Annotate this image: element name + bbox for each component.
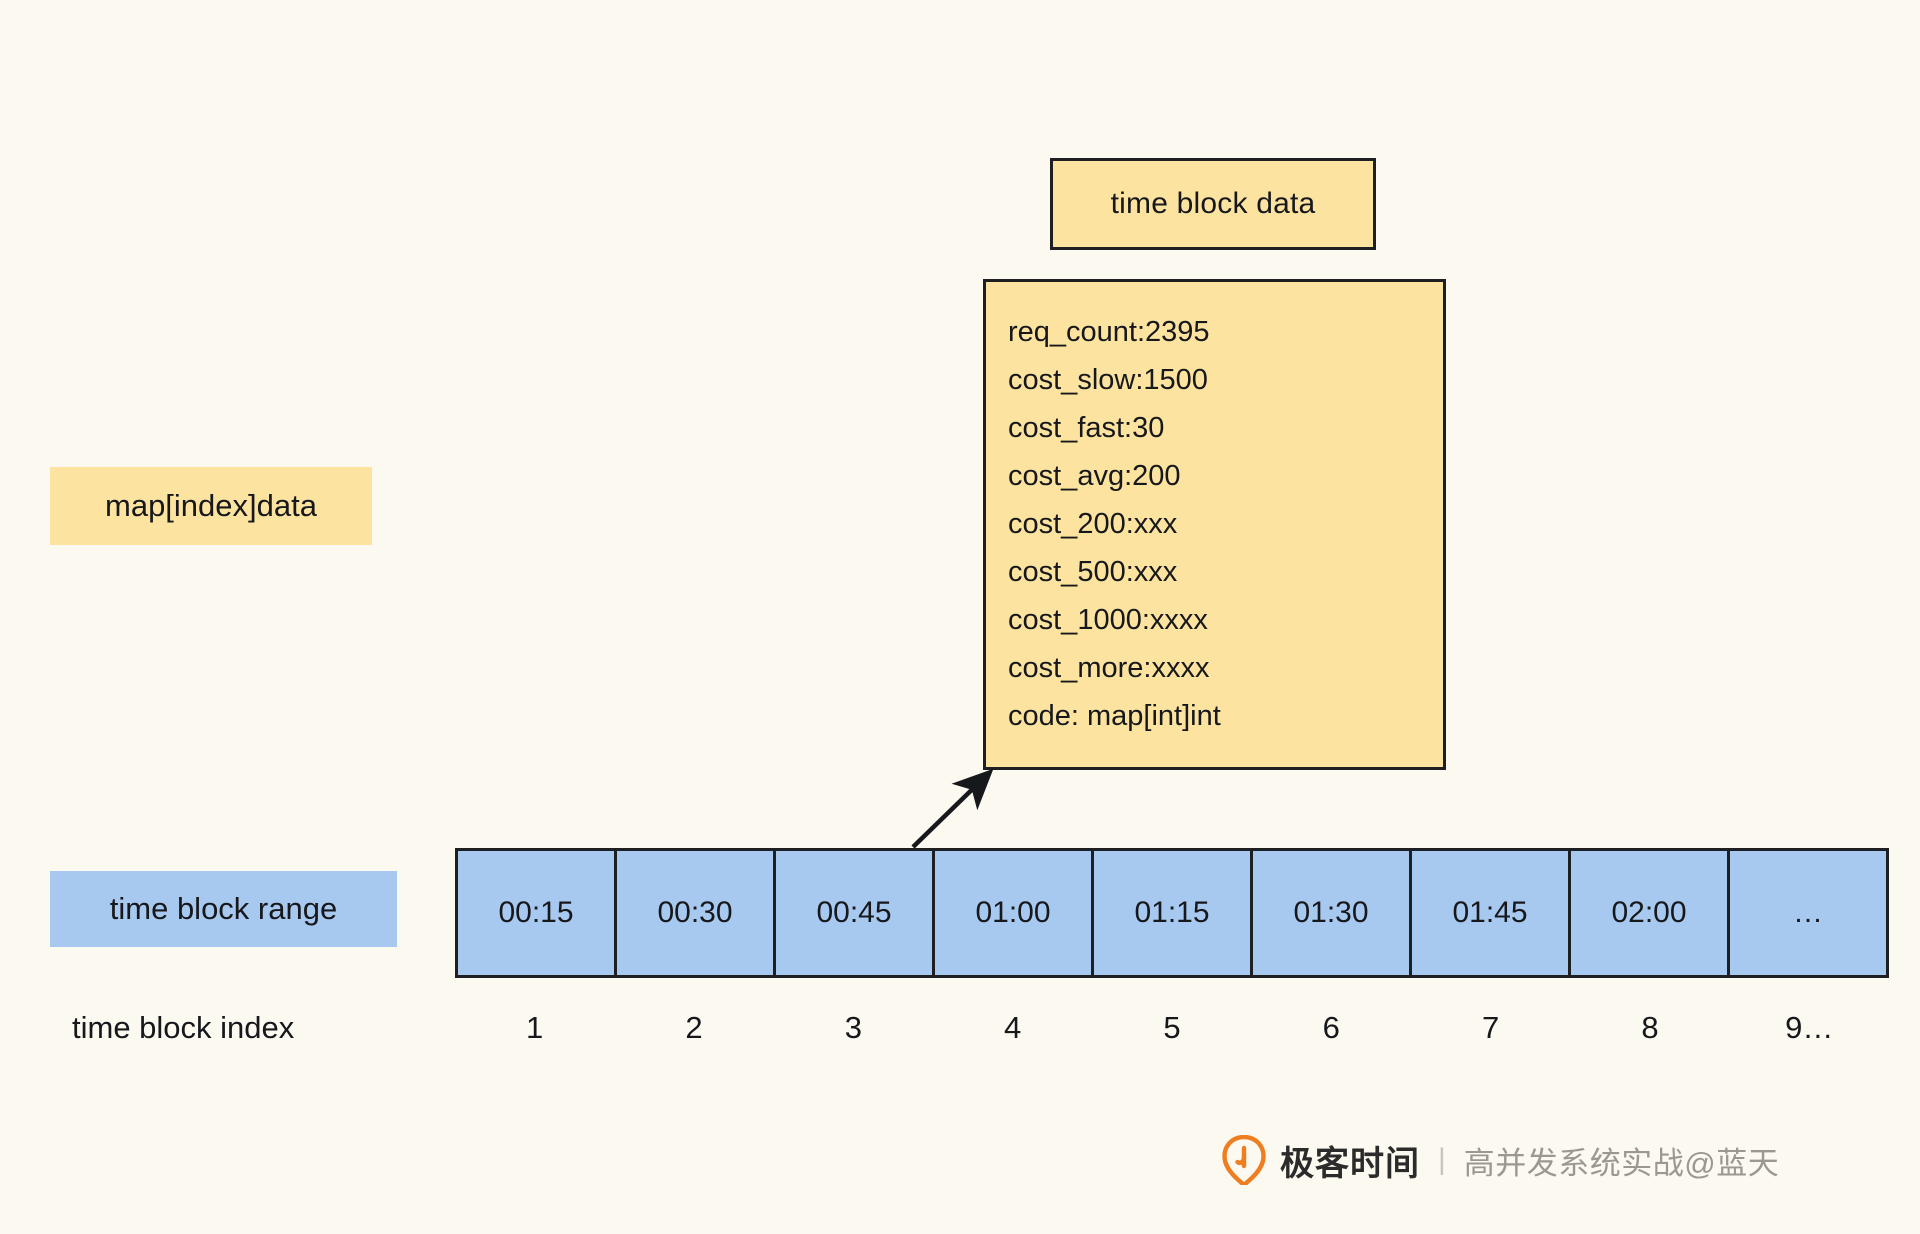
geekbang-logo-icon: [1222, 1135, 1266, 1185]
time-block-cell[interactable]: 01:30: [1253, 851, 1412, 975]
time-block-cell[interactable]: 00:30: [617, 851, 776, 975]
time-block-index-value: 6: [1322, 1010, 1340, 1045]
time-block-cell-overflow[interactable]: …: [1793, 896, 1823, 929]
time-block-index-value: 2: [685, 1010, 703, 1045]
time-block-data-title-box: time block data: [1050, 158, 1376, 250]
watermark-separator: |: [1438, 1143, 1446, 1176]
map-index-data-label: map[index]data: [50, 467, 372, 545]
time-block-index-row: 1 2 3 4 5 6 7 8 9…: [455, 1000, 1889, 1056]
time-block-index-value: 4: [1004, 1010, 1022, 1045]
time-block-index-value: 3: [844, 1010, 862, 1045]
time-block-index-value-overflow: 9…: [1785, 1010, 1834, 1045]
time-block-cell[interactable]: 02:00: [1571, 851, 1730, 975]
data-field-cost-200: cost_200:xxx: [1008, 508, 1178, 540]
time-block-index-value: 8: [1641, 1010, 1659, 1045]
data-field-cost-500: cost_500:xxx: [1008, 556, 1178, 588]
data-field-req-count: req_count:2395: [1008, 316, 1210, 348]
time-block-index-value: 1: [526, 1010, 544, 1045]
watermark-subtitle: 高并发系统实战@蓝天: [1463, 1145, 1780, 1181]
time-block-cell[interactable]: 01:15: [1094, 851, 1253, 975]
time-block-cell[interactable]: 00:45: [776, 851, 935, 975]
time-block-range-strip: 00:15 00:30 00:45 01:00 01:15 01:30 01:4…: [455, 848, 1889, 978]
time-block-index-label: time block index: [72, 1000, 432, 1056]
data-field-cost-fast: cost_fast:30: [1008, 412, 1165, 444]
data-field-cost-1000: cost_1000:xxxx: [1008, 604, 1208, 636]
time-block-index-value: 7: [1482, 1010, 1500, 1045]
watermark: 极客时间 | 高并发系统实战@蓝天: [1222, 1132, 1779, 1188]
data-field-code: code: map[int]int: [1008, 700, 1221, 732]
time-block-range-label-text: time block range: [109, 891, 338, 926]
time-block-data-title-label: time block data: [1110, 187, 1316, 220]
map-index-data-label-text: map[index]data: [105, 488, 317, 523]
data-field-cost-more: cost_more:xxxx: [1008, 652, 1210, 684]
time-block-index-value: 5: [1163, 1010, 1181, 1045]
data-field-cost-slow: cost_slow:1500: [1008, 364, 1208, 396]
data-field-cost-avg: cost_avg:200: [1008, 460, 1181, 492]
time-block-range-label: time block range: [50, 871, 397, 947]
watermark-brand: 极客时间: [1280, 1144, 1420, 1183]
time-block-index-label-text: time block index: [72, 1010, 295, 1045]
time-block-cell[interactable]: 00:15: [458, 851, 617, 975]
time-block-cell[interactable]: 01:00: [935, 851, 1094, 975]
time-block-data-box: req_count:2395 cost_slow:1500 cost_fast:…: [983, 279, 1446, 770]
time-block-cell[interactable]: 01:45: [1412, 851, 1571, 975]
